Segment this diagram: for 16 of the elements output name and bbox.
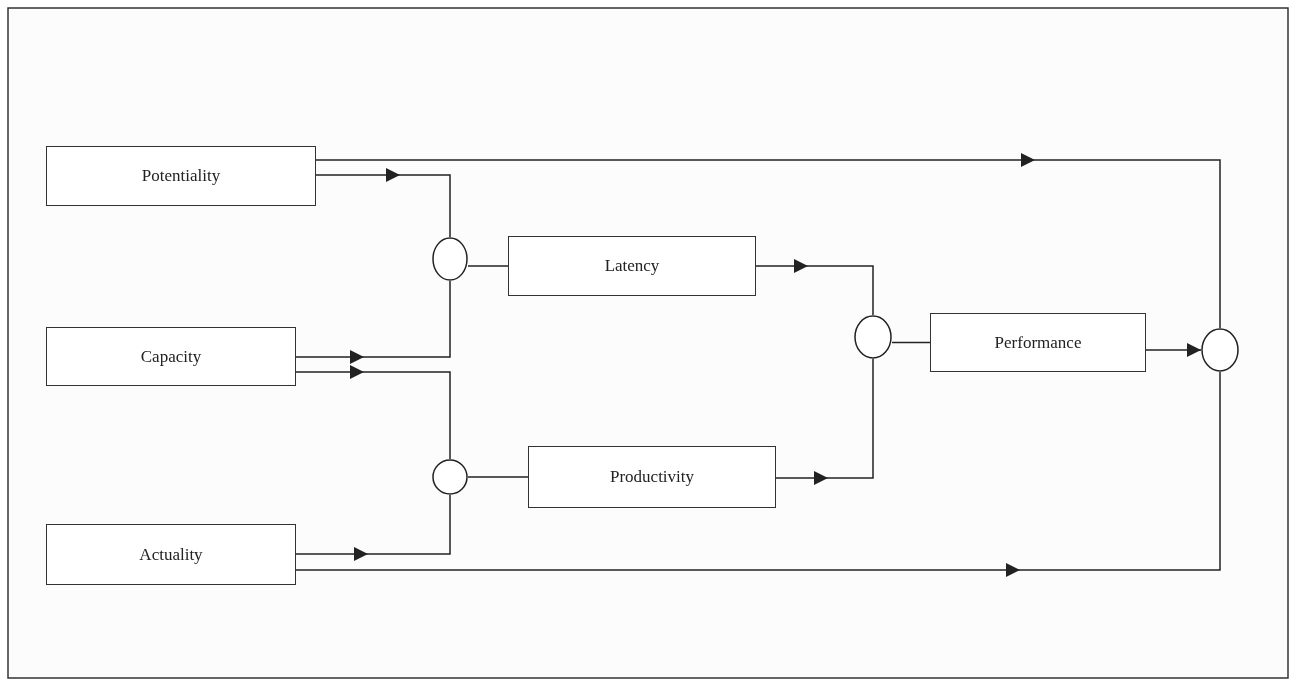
process-box [46,146,316,206]
junction-circle [432,237,468,281]
junction-circle [854,315,892,359]
box-label: Productivity [609,467,695,487]
process-box [46,327,296,386]
box-label: Capacity [140,346,202,367]
box-label: Performance [994,332,1082,353]
process-box [508,236,756,296]
junction-circle [1201,328,1239,372]
process-box [930,313,1146,372]
process-box [528,446,776,508]
box-label: Actuality [139,544,203,565]
box-label: Latency [604,256,660,276]
junction-circle [432,459,468,495]
process-box [46,524,296,585]
box-label: Potentiality [141,166,221,186]
